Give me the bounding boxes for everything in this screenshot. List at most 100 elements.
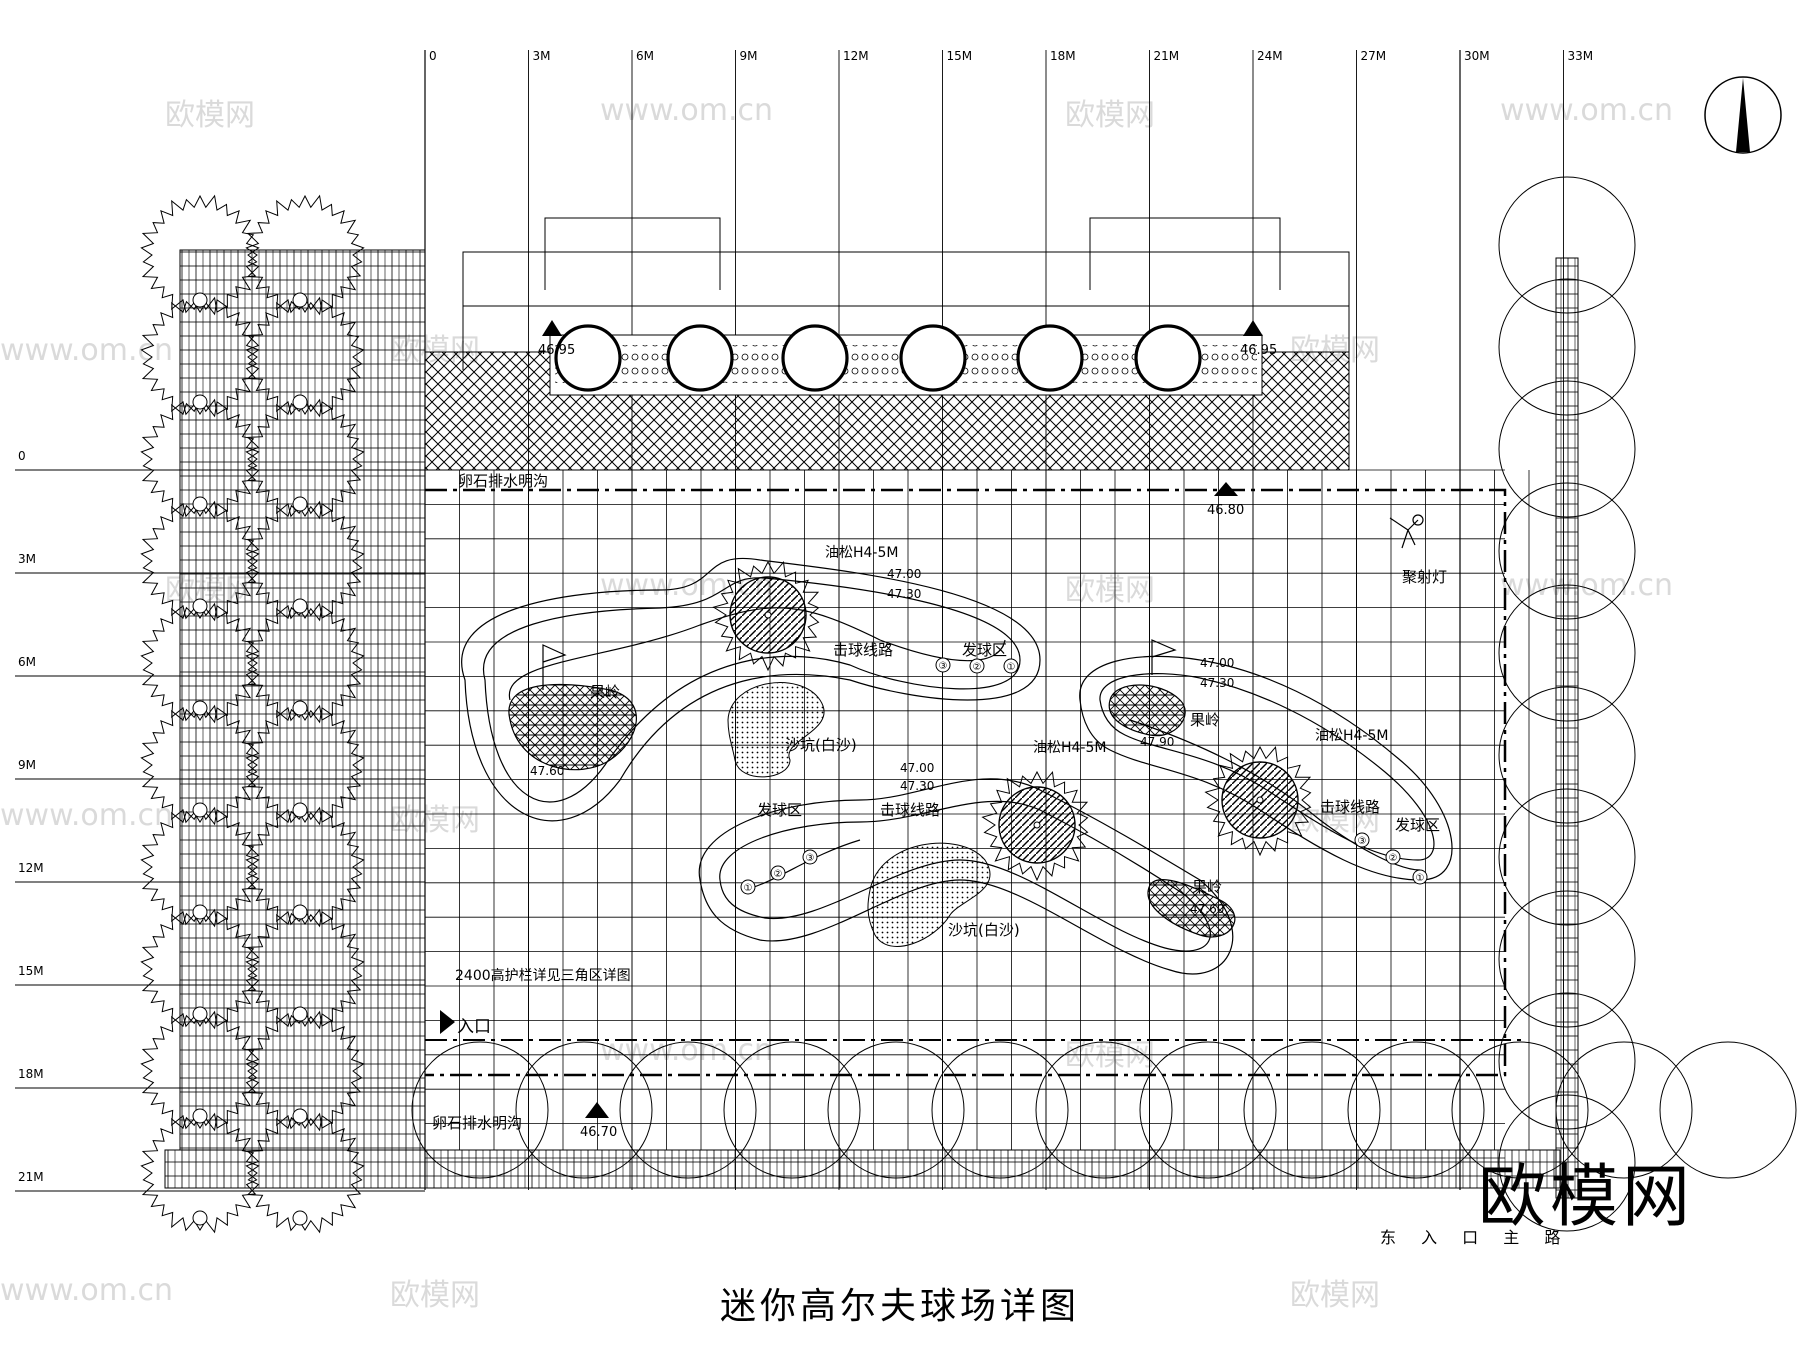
elevation-mid: 46.80 [1207, 503, 1244, 518]
shrub-icon [981, 770, 1089, 882]
top-axis-label: 18M [1050, 49, 1076, 63]
watermark-text: 欧模网 [1065, 573, 1155, 608]
shrub-icon [245, 806, 365, 928]
tree-icon [899, 324, 967, 392]
tree-trunk-icon [292, 394, 308, 410]
route-label-3: 击球线路 [1320, 798, 1380, 816]
green-elev-3: 47.90 [1140, 735, 1174, 749]
top-axis-label: 15M [947, 49, 973, 63]
drain-label-top: 卵石排水明沟 [458, 472, 548, 490]
contour-a-3: 47.00 [1200, 656, 1234, 670]
shrub-icon [245, 908, 365, 1030]
tee-label-3: 发球区 [1395, 816, 1440, 834]
watermark-text: 欧模网 [165, 98, 255, 133]
top-axis-label: 27M [1361, 49, 1387, 63]
left-axis-label: 18M [18, 1067, 44, 1081]
tree-trunk-icon [292, 1006, 308, 1022]
north-arrow-icon [1704, 76, 1782, 154]
tree-icon [1555, 1041, 1693, 1179]
top-axis-label: 0 [429, 49, 437, 63]
green-label-2: 果岭 [1192, 878, 1222, 896]
watermark-text: 欧模网 [390, 1278, 480, 1313]
spotlight-label: 聚射灯 [1402, 568, 1447, 586]
tree-icon [781, 324, 849, 392]
contour-b-2: 47.30 [900, 779, 934, 793]
tree-icon [723, 1041, 861, 1179]
tree-trunk-icon [192, 700, 208, 716]
tee-marker-number: ② [973, 662, 982, 673]
tree-trunk-icon [192, 1210, 208, 1226]
tree-trunk-icon [292, 700, 308, 716]
top-axis-label: 24M [1257, 49, 1283, 63]
pine-label-3: 油松H4-5M [1315, 728, 1388, 744]
green-label-3: 果岭 [1190, 711, 1220, 729]
shrub-icon [140, 602, 260, 724]
tree-icon [1134, 324, 1202, 392]
shrub-icon [245, 296, 365, 418]
contour-b-3: 47.30 [1200, 676, 1234, 690]
tee-marker-number: ① [744, 883, 753, 894]
tree-trunk-icon [292, 904, 308, 920]
tee-marker [802, 849, 818, 865]
watermark-text: 欧模网 [1065, 1038, 1155, 1073]
contour-a-2: 47.00 [900, 761, 934, 775]
tee-marker-number: ① [1416, 873, 1425, 884]
green-elev-2: 47.60 [1190, 902, 1224, 916]
top-axis-label: 3M [533, 49, 551, 63]
tee-marker [770, 865, 786, 881]
tree-trunk-icon [192, 904, 208, 920]
drawing-title: 迷你高尔夫球场详图 [720, 1286, 1080, 1327]
tree-trunk-icon [292, 496, 308, 512]
tree-icon [827, 1041, 965, 1179]
tee-marker [1412, 869, 1428, 885]
tree-trunk-icon [292, 1108, 308, 1124]
shrub-icon [245, 398, 365, 520]
entrance-label: 入口 [457, 1017, 491, 1037]
tee-marker-number: ③ [806, 853, 815, 864]
shrub-icon [140, 296, 260, 418]
green-2 [1147, 879, 1236, 938]
tee-marker-number: ③ [939, 661, 948, 672]
building-outline [462, 217, 1350, 370]
top-axis-label: 21M [1154, 49, 1180, 63]
tee-marker-number: ③ [1358, 836, 1367, 847]
shrub-icon [245, 704, 365, 826]
right-edge-strip [1555, 257, 1579, 1199]
tee-marker [1385, 849, 1401, 865]
site-boundary [425, 488, 1507, 1077]
tree-trunk-icon [192, 1006, 208, 1022]
left-axis-label: 0 [18, 449, 26, 463]
tree-trunk-icon [292, 802, 308, 818]
watermark-text: www.om.cn [1500, 568, 1673, 603]
route-label-1: 击球线路 [833, 641, 893, 659]
shrub-icon [140, 398, 260, 520]
tree-icon [619, 1041, 757, 1179]
pine-center-icon [1033, 821, 1041, 829]
green-1 [508, 683, 637, 771]
watermark-text: www.om.cn [1500, 93, 1673, 128]
left-axis-label: 3M [18, 552, 36, 566]
tree-trunk-icon [192, 1108, 208, 1124]
tree-icon [931, 1041, 1069, 1179]
shrub-icon [140, 1010, 260, 1132]
green-3 [1108, 684, 1186, 737]
shrub-icon [245, 500, 365, 622]
bunker-label-1: 沙坑(白沙) [785, 736, 857, 754]
left-axis-label: 6M [18, 655, 36, 669]
green-elev-1: 47.60 [530, 764, 564, 778]
top-axis-label: 12M [843, 49, 869, 63]
pine-label-2: 油松H4-5M [1033, 740, 1106, 756]
left-axis-label: 15M [18, 964, 44, 978]
watermark-text: www.om.cn [600, 1033, 773, 1068]
entrance-arrow-icon [440, 1010, 455, 1034]
route-label-2: 击球线路 [880, 801, 940, 819]
tree-trunk-icon [292, 292, 308, 308]
tee-marker-number: ② [774, 869, 783, 880]
tee-label-1: 发球区 [962, 641, 1007, 659]
left-axis-label: 21M [18, 1170, 44, 1184]
tree-icon [1035, 1041, 1173, 1179]
tree-icon [1016, 324, 1084, 392]
bunker-1 [727, 682, 825, 778]
tree-icon [1243, 1041, 1381, 1179]
